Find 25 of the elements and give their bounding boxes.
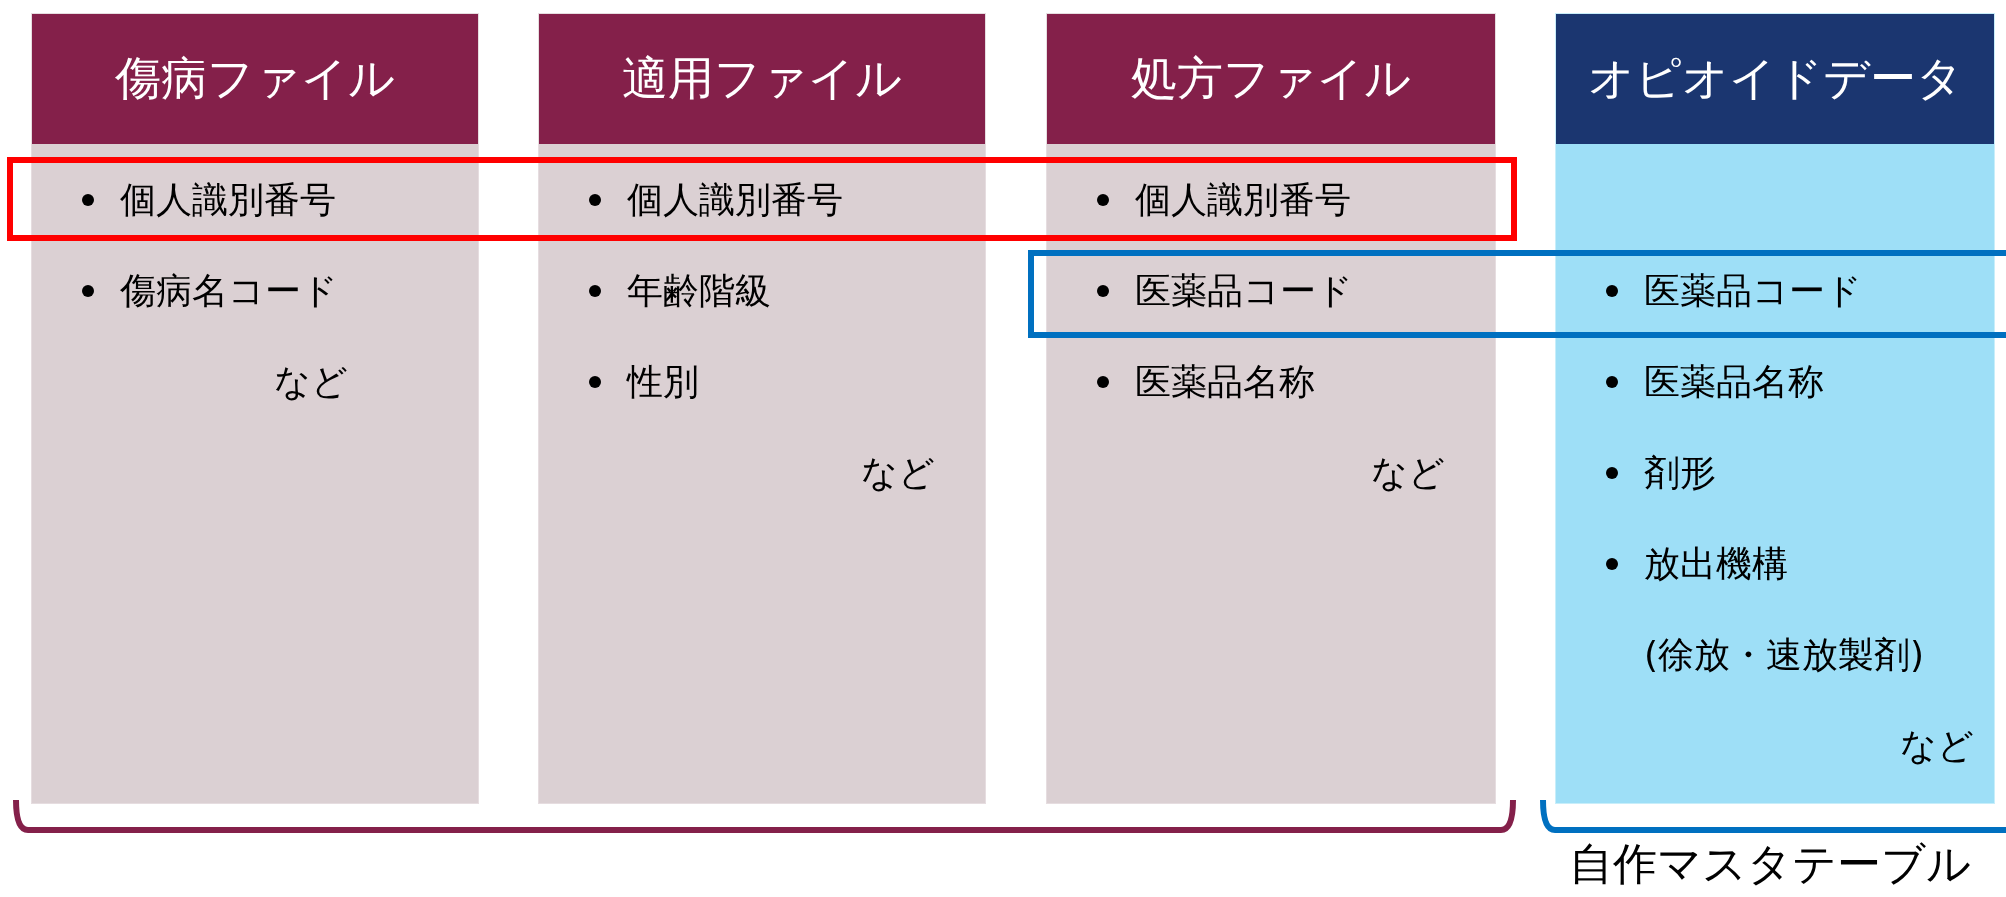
column-header: 適用ファイル <box>539 14 985 144</box>
bullet-item: 医薬品名称 <box>1081 336 1491 427</box>
column-header: 処方ファイル <box>1047 14 1495 144</box>
group-caption: 自作マスタテーブル <box>1568 838 1972 890</box>
bullet-item: 性別 <box>573 336 981 427</box>
bullet-item: 年齢階級 <box>573 245 981 336</box>
trailing-note: など <box>861 451 935 495</box>
bullet-item: 医薬品名称 <box>1590 336 1990 427</box>
trailing-note: など <box>1900 724 1974 768</box>
bullet-item: 傷病名コード <box>66 245 474 336</box>
table-column <box>31 13 479 804</box>
bullet-item: 放出機構 (徐放・速放製剤) <box>1590 518 1990 700</box>
column-header: オピオイドデータ <box>1556 14 1994 144</box>
trailing-note: など <box>274 360 348 404</box>
table-column <box>1555 13 1995 804</box>
column-header: 傷病ファイル <box>32 14 478 144</box>
bullet-item: 個人識別番号 <box>1081 154 1491 245</box>
bullet-item: 剤形 <box>1590 427 1990 518</box>
bullet-item: 個人識別番号 <box>573 154 981 245</box>
bullet-item: 医薬品コード <box>1590 245 1990 336</box>
trailing-note: など <box>1371 451 1445 495</box>
table-column <box>538 13 986 804</box>
bullet-item: 個人識別番号 <box>66 154 474 245</box>
table-column <box>1046 13 1496 804</box>
bullet-item: 医薬品コード <box>1081 245 1491 336</box>
